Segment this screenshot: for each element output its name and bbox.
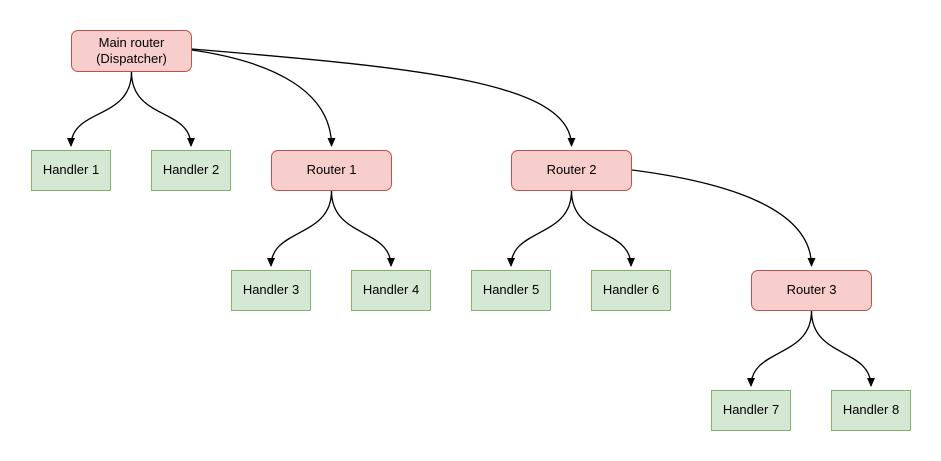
node-handler-3: Handler 3: [231, 270, 311, 311]
edge-router-2-to-router-3: [631, 169, 816, 267]
node-handler-2: Handler 2: [151, 150, 231, 191]
node-main-router: Main router (Dispatcher): [71, 30, 192, 72]
edge-router-1-to-handler-3: [267, 190, 333, 267]
edge-main-router-to-handler-2: [130, 71, 195, 147]
edge-router-3-to-handler-7: [747, 310, 813, 387]
node-handler-4: Handler 4: [351, 270, 431, 311]
edge-router-3-to-handler-8: [810, 310, 875, 387]
node-handler-7: Handler 7: [711, 390, 791, 431]
edge-router-2-to-handler-5: [507, 190, 573, 267]
edge-router-2-to-handler-6: [570, 190, 635, 267]
edge-main-router-to-handler-1: [67, 71, 133, 147]
edge-main-router-to-router-1: [191, 49, 336, 147]
node-router-1: Router 1: [271, 150, 392, 191]
edge-main-router-to-router-2: [191, 48, 576, 147]
node-handler-8: Handler 8: [831, 390, 911, 431]
node-handler-1: Handler 1: [31, 150, 111, 191]
node-router-3: Router 3: [751, 270, 872, 311]
node-router-2: Router 2: [511, 150, 632, 191]
edge-router-1-to-handler-4: [330, 190, 395, 267]
node-handler-5: Handler 5: [471, 270, 551, 311]
node-handler-6: Handler 6: [591, 270, 671, 311]
